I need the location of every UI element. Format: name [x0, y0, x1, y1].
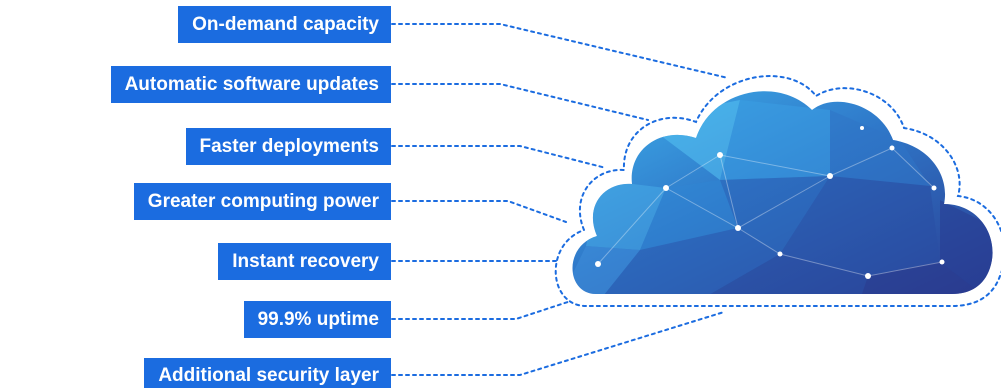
- connector-1: [391, 83, 649, 121]
- connector-5: [391, 297, 581, 320]
- cloud-facets: [572, 100, 993, 294]
- label-greater-computing-power: Greater computing power: [133, 183, 391, 220]
- connector-lines: [391, 23, 729, 376]
- label-additional-security-layer: Additional security layer: [144, 358, 391, 388]
- label-automatic-software-updates: Automatic software updates: [110, 66, 391, 103]
- cloud-nodes: [595, 126, 945, 279]
- connector-3: [391, 200, 567, 223]
- connector-6: [391, 311, 725, 376]
- label-instant-recovery: Instant recovery: [218, 243, 391, 280]
- label-faster-deployments: Faster deployments: [185, 128, 391, 165]
- label-on-demand-capacity: On-demand capacity: [178, 6, 391, 43]
- connector-2: [391, 145, 607, 169]
- cloud-icon: [554, 75, 1001, 307]
- label-uptime: 99.9% uptime: [243, 301, 391, 338]
- connector-0: [391, 23, 729, 79]
